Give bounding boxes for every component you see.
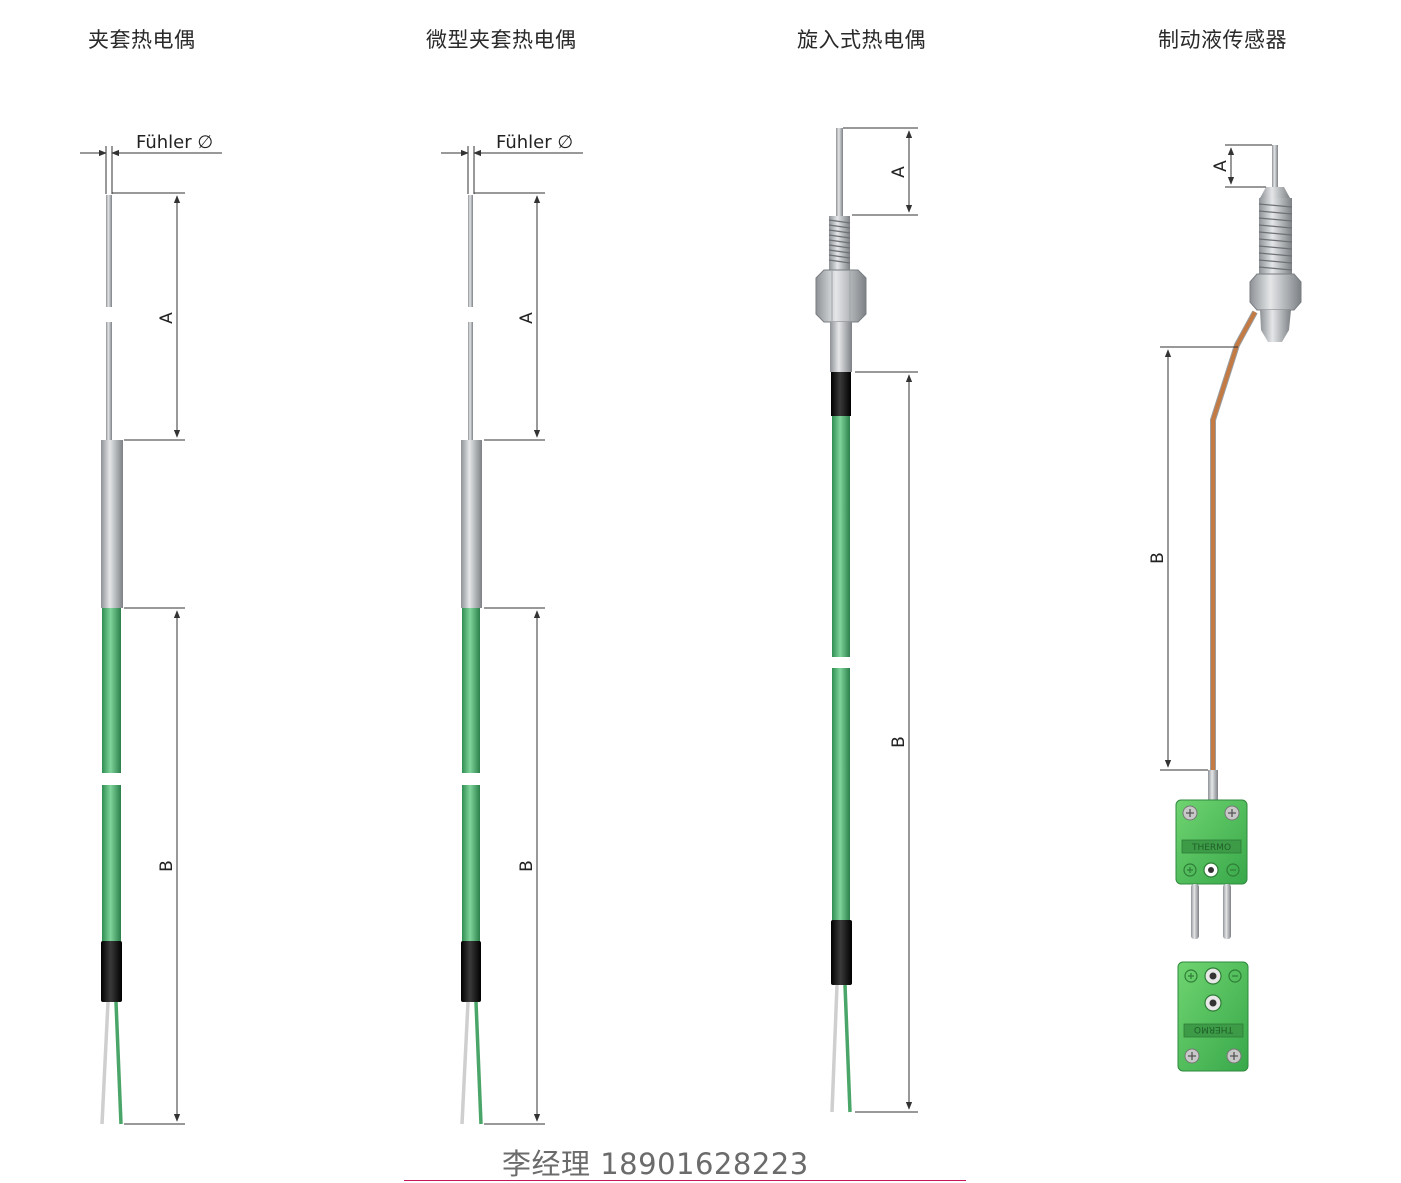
green-cable-upper (102, 608, 121, 773)
transition-sleeve (461, 440, 482, 608)
white-wire (830, 984, 839, 1113)
connector-pin (1223, 884, 1231, 939)
green-cable-lower (832, 668, 850, 922)
male-connector: THERMO (1175, 799, 1248, 939)
minus-icon (1226, 863, 1240, 877)
fitting-cone (1260, 310, 1291, 342)
dimension-b-label: B (889, 736, 909, 748)
thread-lines (828, 219, 851, 264)
green-cable-upper (832, 416, 850, 657)
product-3-drawing: A B (815, 127, 918, 1113)
hex-nut (1249, 273, 1302, 311)
thread-lines (1258, 203, 1293, 271)
dimension-b-label: B (517, 860, 537, 872)
green-cable-lower (102, 785, 121, 943)
probe-tip (836, 128, 843, 216)
dimension-b-lines (484, 607, 545, 1125)
probe-diameter-dimension (80, 146, 222, 194)
dimension-b-lines (855, 371, 918, 1113)
green-wire (474, 1001, 483, 1125)
probe-diameter-label: Fühler ∅ (496, 132, 573, 153)
minus-icon (1228, 969, 1242, 983)
neck-sleeve (830, 322, 852, 372)
dimension-a-lines (112, 192, 185, 441)
white-wire (100, 1001, 110, 1125)
dimension-a-lines (843, 127, 918, 216)
black-heatshrink (461, 941, 481, 1002)
probe-tube-lower (106, 322, 112, 440)
product-title-2: 微型夹套热电偶 (426, 28, 577, 52)
dimension-b-label: B (1148, 552, 1168, 564)
product-title-1: 夹套热电偶 (88, 28, 196, 52)
product-title-4: 制动液传感器 (1158, 28, 1287, 52)
black-heatshrink (101, 941, 122, 1002)
dimension-a-label: A (517, 312, 537, 324)
connector-pin (1191, 884, 1199, 939)
transition-sleeve (101, 440, 123, 608)
thread-section (829, 216, 850, 270)
dimension-a-label: A (889, 166, 909, 178)
black-sleeve-top (831, 372, 851, 416)
probe-diameter-dimension (441, 146, 583, 194)
probe-tube-upper (468, 195, 473, 307)
dimension-a-lines (1225, 144, 1272, 188)
green-cable-lower (462, 785, 480, 943)
green-cable-upper (462, 608, 480, 773)
contact-text: 李经理 18901628223 (502, 1147, 809, 1181)
lead-ferrule (1208, 770, 1218, 800)
dimension-a-label: A (1211, 160, 1231, 172)
plus-icon (1183, 863, 1197, 877)
connector-brand: THERMO (1191, 843, 1231, 853)
dimension-a-lines (474, 192, 545, 441)
product-title-3: 旋入式热电偶 (797, 28, 926, 52)
product-1-drawing: Fühler ∅ A B (80, 132, 222, 1125)
white-wire (460, 1001, 470, 1125)
connector-brand: THERMO (1194, 1024, 1234, 1034)
probe-tip (1272, 145, 1278, 187)
product-2-drawing: Fühler ∅ A B (441, 132, 583, 1125)
green-wire (114, 1001, 123, 1125)
dimension-b-lines (124, 607, 185, 1125)
probe-diameter-label: Fühler ∅ (136, 132, 213, 153)
contact-underline (404, 1180, 966, 1181)
female-connector: THERMO (1177, 961, 1249, 1072)
probe-tube-lower (468, 322, 473, 440)
copper-lead (1211, 311, 1257, 772)
dimension-b-lines (1160, 346, 1238, 771)
black-heatshrink (831, 920, 852, 985)
dimension-a-label: A (157, 312, 177, 324)
hex-nut (815, 269, 867, 323)
probe-tube-upper (106, 195, 112, 307)
dimension-b-label: B (157, 860, 177, 872)
product-4-drawing: THERMO THERMO (1148, 144, 1302, 1072)
plus-icon (1184, 969, 1198, 983)
green-wire (843, 984, 852, 1113)
